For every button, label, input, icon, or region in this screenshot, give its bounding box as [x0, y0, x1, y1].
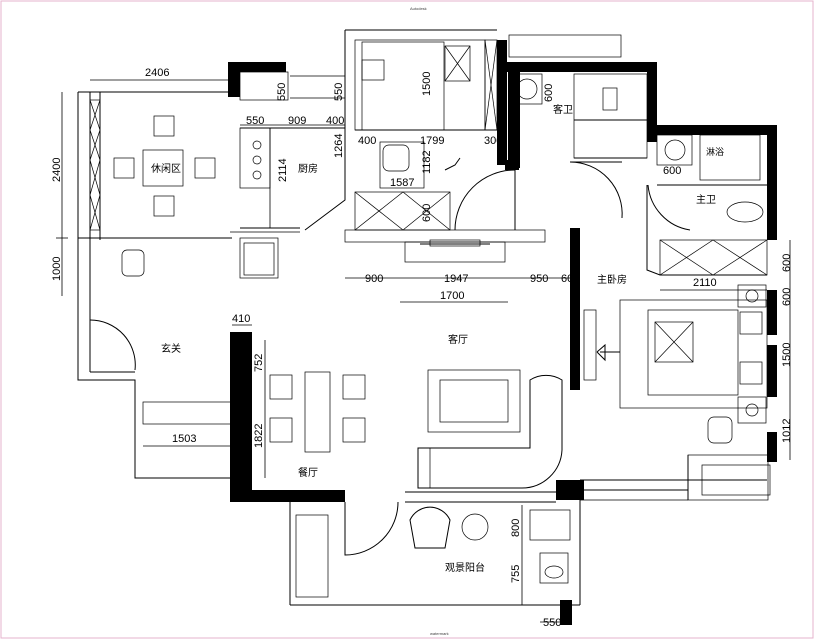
dim-bed-1500: 1500 — [421, 72, 433, 96]
dim-kitchen-1264: 1264 — [333, 134, 345, 158]
dim-tv-60: 60 — [561, 273, 573, 285]
dim-right-600a: 600 — [781, 254, 793, 272]
header-text: Autodesk — [410, 6, 427, 11]
dim-entry-410: 410 — [232, 313, 250, 325]
dim-entry-1822: 1822 — [253, 424, 265, 448]
room-label-shower: 淋浴 — [706, 146, 724, 158]
room-label-entry: 玄关 — [161, 342, 181, 355]
footer-text: watermark — [430, 631, 449, 636]
dim-kitchen-909: 909 — [288, 115, 306, 127]
room-label-dining: 餐厅 — [298, 466, 318, 479]
dim-balcony-550: 550 — [543, 617, 561, 629]
room-label-balcony: 观景阳台 — [445, 561, 485, 574]
room-label-kitchen: 厨房 — [298, 162, 318, 175]
dimension-lines — [56, 79, 791, 623]
dim-left-1000: 1000 — [51, 257, 63, 281]
dim-left-2400: 2400 — [51, 158, 63, 182]
room-label-master-bath: 主卫 — [696, 194, 716, 206]
room-label-living: 客厅 — [448, 333, 468, 346]
dim-guest-bath-600: 600 — [543, 84, 555, 102]
room-label-leisure: 休闲区 — [151, 162, 181, 175]
dim-balcony-755: 755 — [510, 565, 522, 583]
dim-bed-1799: 1799 — [420, 135, 444, 147]
room-label-guest-bath: 客卫 — [553, 103, 573, 116]
sofa — [417, 374, 563, 489]
dim-entry-1503: 1503 — [172, 433, 196, 445]
dim-kitchen-550b: 550 — [333, 83, 345, 101]
room-label-master-bedroom: 主卧房 — [597, 273, 627, 286]
room-labels: 休闲区 厨房 客卫 淋浴 主卫 主卧房 玄关 客厅 餐厅 观景阳台 — [151, 103, 724, 574]
dim-balcony-800: 800 — [510, 519, 522, 537]
dim-kitchen-550a: 550 — [276, 83, 288, 101]
outlines — [77, 29, 771, 606]
dim-bed-400: 400 — [358, 135, 376, 147]
dim-top-2406: 2406 — [145, 67, 169, 79]
dim-tv-1947: 1947 — [444, 273, 468, 285]
dim-bed-1182: 1182 — [421, 150, 433, 174]
dim-bed-600: 600 — [421, 204, 433, 222]
dining-table — [304, 371, 331, 453]
dim-tv-900: 900 — [365, 273, 383, 285]
dim-tv-1700: 1700 — [440, 290, 464, 302]
dim-master-bath-600: 600 — [663, 165, 681, 177]
dim-bed-1587: 1587 — [390, 177, 414, 189]
dim-kitchen-2114: 2114 — [277, 158, 289, 182]
leisure-table — [142, 149, 184, 187]
dim-master-2110: 2110 — [693, 277, 717, 289]
dim-right-1500: 1500 — [781, 343, 793, 367]
dim-bed-300: 300 — [484, 135, 502, 147]
coffee-table — [427, 369, 521, 433]
dim-right-1012: 1012 — [781, 419, 793, 443]
dim-kitchen-400: 400 — [326, 115, 344, 127]
dim-right-600b: 600 — [781, 288, 793, 306]
furniture — [113, 45, 763, 549]
dimension-labels: 2406 2400 1000 550 909 400 2114 550 550 … — [51, 67, 793, 629]
dim-tv-950: 950 — [530, 273, 548, 285]
dim-kitchen-550: 550 — [246, 115, 264, 127]
dim-entry-752: 752 — [253, 354, 265, 372]
